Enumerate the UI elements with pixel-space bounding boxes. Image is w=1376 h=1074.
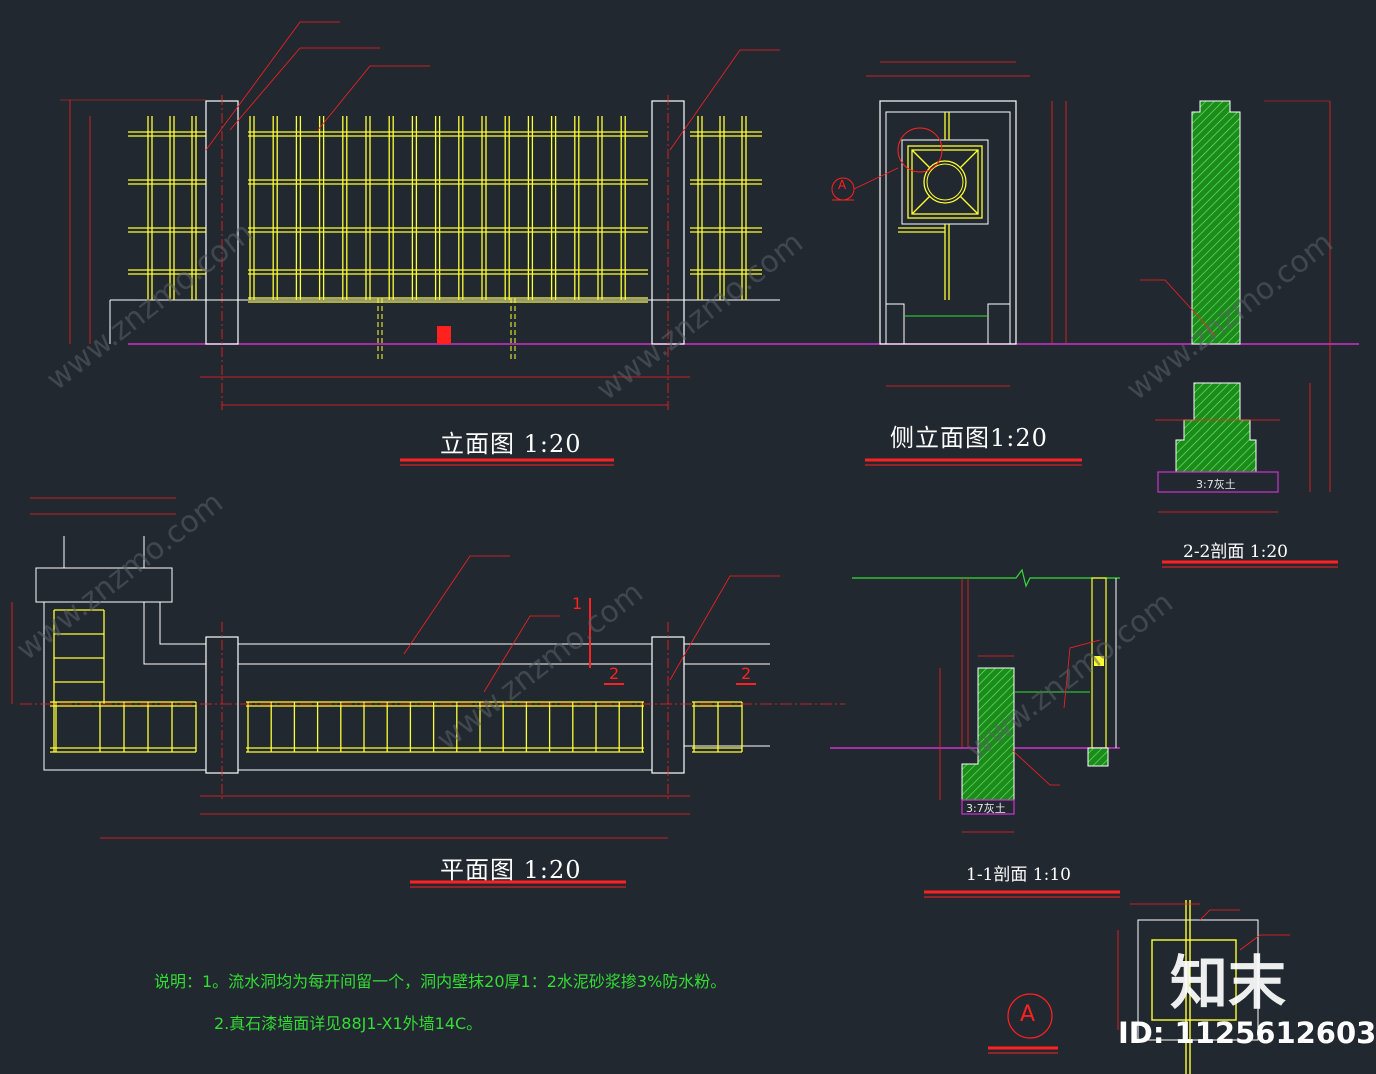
detail-a-marker: A: [1020, 1002, 1036, 1027]
section-2-marker-left: 2: [609, 664, 620, 683]
section-11-title: 1-1剖面 1:10: [966, 865, 1071, 885]
elevation-view: [60, 21, 1359, 466]
watermark-id: ID: 1125612603: [1118, 1016, 1376, 1050]
detail-a-callout: A: [838, 178, 847, 192]
section-1-marker: 1: [572, 594, 583, 613]
elevation-title: 立面图 1:20: [440, 430, 582, 458]
note-line-2: 2.真石漆墙面详见88J1-X1外墙14C。: [214, 1014, 483, 1033]
note-line-1: 说明：1。流水洞均为每开间留一个，洞内壁抹20厚1：2水泥砂浆掺3%防水粉。: [154, 972, 727, 991]
plan-view: [11, 497, 845, 888]
section-2-2-view: [1140, 100, 1338, 568]
section-2-marker-right: 2: [741, 664, 752, 683]
side-elevation-title: 侧立面图1:20: [890, 424, 1048, 452]
detail-a-view: [988, 900, 1290, 1074]
section-1-1-view: [830, 568, 1120, 898]
lime-soil-label-11: 3:7灰土: [966, 802, 1006, 815]
section-22-title: 2-2剖面 1:20: [1183, 542, 1288, 562]
watermark-logo: 知末: [1170, 949, 1287, 1017]
plan-title: 平面图 1:20: [440, 856, 582, 884]
side-elevation-view: [831, 61, 1082, 466]
lime-soil-label-22: 3:7灰土: [1196, 478, 1236, 491]
